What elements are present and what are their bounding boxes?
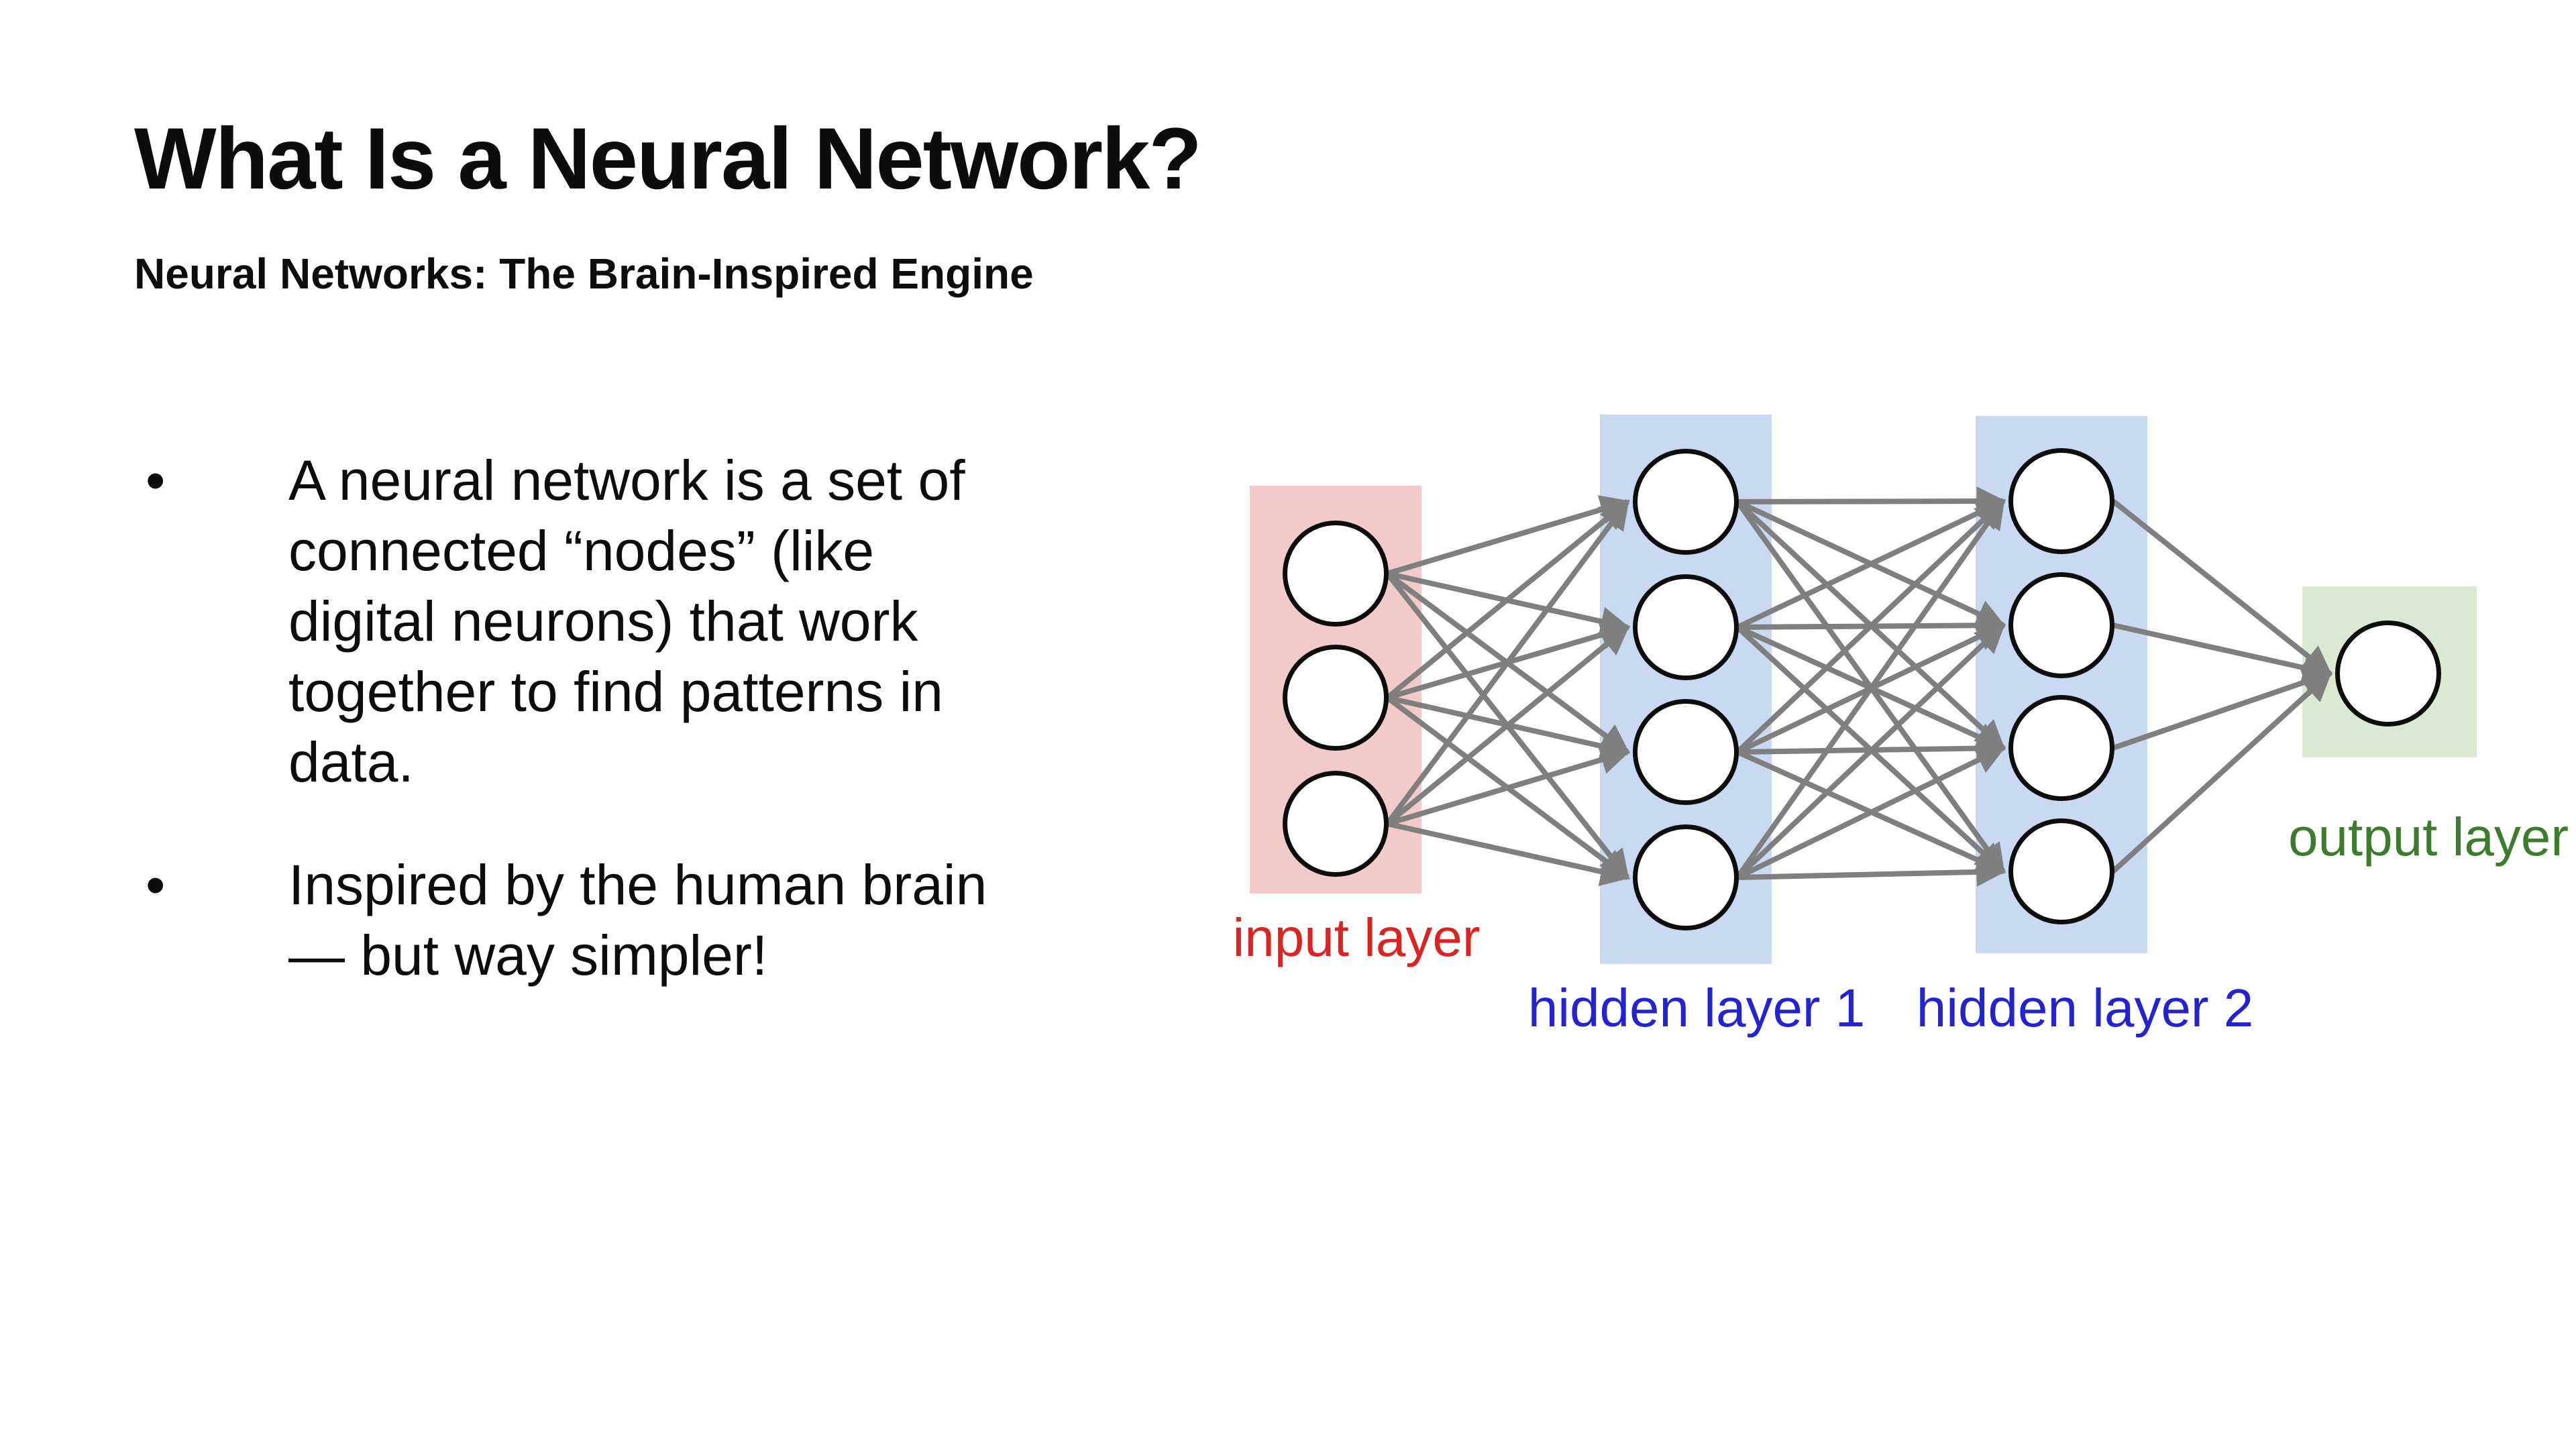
connection-line [1735,498,2006,754]
input-layer-label: input layer [1232,908,1481,967]
bullet-marker: • [146,853,166,916]
connection-line [1737,610,2006,641]
hidden1-node [1633,824,1739,930]
connection-line [1386,745,1631,826]
connection-line [1387,821,1631,886]
bullet-marker: • [146,449,166,512]
bullet-item: • A neural network is a set of connected … [146,445,1165,798]
connection-line [1385,499,1630,700]
connection-line [1387,695,1631,761]
connection-line [1735,625,2006,873]
hidden1-node [1633,449,1739,555]
hidden1-layer-label: hidden layer 1 [1527,978,1866,1038]
bullet-text: A neural network is a set of connected “… [288,449,965,794]
connection-line [1386,495,1631,576]
bullet-item: • Inspired by the human brain — but way s… [146,850,1165,991]
hidden2-node [2008,572,2114,678]
connection-line [1737,857,2006,887]
output-node [2335,621,2441,727]
output-layer-label: output layer [2288,807,2569,867]
connection-line [1736,625,2006,751]
connection-line [1385,571,1630,755]
hidden1-node [1633,574,1739,680]
input-node [1283,521,1389,627]
connection-line [1737,486,2006,517]
connection-line [1386,621,1631,700]
connection-line [1385,499,1630,826]
hidden2-node [2008,695,2114,801]
connection-line [1736,749,2006,874]
connection-line [1387,571,1631,636]
connection-line [1735,500,2006,750]
slide-subtitle: Neural Networks: The Brain-Inspired Engi… [134,250,1034,298]
hidden2-node [2008,818,2114,924]
slide-title: What Is a Neural Network? [134,109,1202,207]
bullet-list: • A neural network is a set of connected … [146,445,1165,1043]
connection-line [1385,695,1630,880]
connection-line [1385,572,1630,880]
bullet-text: Inspired by the human brain — but way si… [288,853,987,987]
connection-line [1735,498,2006,879]
connection-line [1385,625,1630,826]
input-node [1283,771,1389,877]
connection-line [1736,745,2006,880]
connection-line [1736,499,2006,628]
connection-line [1736,498,2006,630]
connection-line [1736,623,2006,755]
connection-line [1735,623,2006,879]
hidden2-layer-label: hidden layer 2 [1916,978,2254,1038]
connection-line [1737,733,2006,763]
input-node [1283,645,1389,751]
hidden1-node [1633,699,1739,805]
hidden2-node [2008,448,2114,554]
connection-line [1735,500,2006,874]
